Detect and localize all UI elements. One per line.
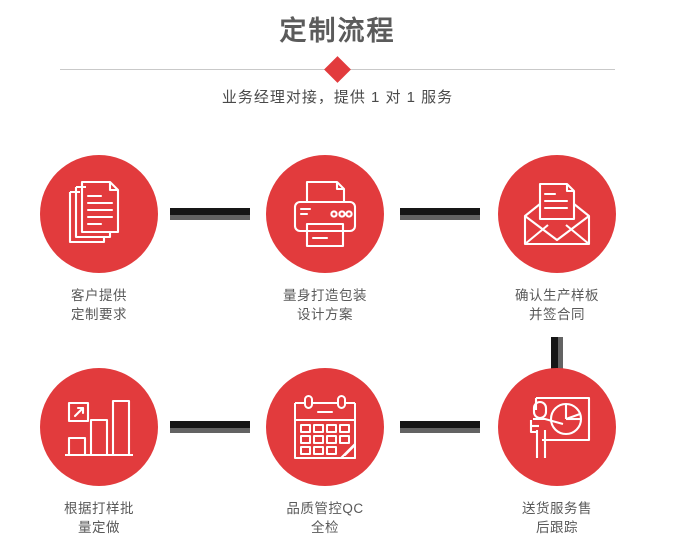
connector-step2-step3 [400,208,480,220]
envelope-document-icon [521,182,593,246]
step-icon-circle [266,155,384,273]
step-label: 送货服务售 后跟踪 [522,501,592,536]
flow-step-2[interactable]: 量身打造包装 设计方案 [235,155,415,324]
page-title: 定制流程 [279,16,396,46]
step-icon-circle [40,155,158,273]
printer-icon [290,180,360,248]
flow-step-1[interactable]: 客户提供 定制要求 [9,155,189,324]
diamond-icon [324,55,351,83]
connector-bar [551,337,558,381]
step-label: 确认生产样板 并签合同 [515,288,599,323]
step-label: 量身打造包装 设计方案 [283,288,367,323]
title-divider [60,55,615,85]
flow-step-5[interactable]: 品质管控QC 全检 [235,368,415,537]
page-subtitle: 业务经理对接，提供 1 对 1 服务 [221,89,454,106]
connector-shadow [558,337,563,381]
flow-step-3[interactable]: 确认生产样板 并签合同 [467,155,647,324]
connector-bar [170,208,250,215]
connector-bar [400,208,480,215]
step-icon-circle [266,368,384,486]
connector-shadow [400,215,480,220]
flow-step-6[interactable]: 送货服务售 后跟踪 [467,368,647,537]
step-label: 根据打样批 量定做 [64,501,134,536]
flow-step-4[interactable]: 根据打样批 量定做 [9,368,189,537]
connector-step5-step6 [400,421,480,433]
connector-shadow [170,428,250,433]
bar-chart-growth-icon [65,395,133,459]
connector-bar [170,421,250,428]
header: 定制流程 [0,0,675,47]
connector-step4-step5 [170,421,250,433]
documents-stack-icon [67,180,131,248]
connector-shadow [170,215,250,220]
connector-step1-step2 [170,208,250,220]
presenter-piechart-icon [523,394,591,460]
connector-step3-step6 [551,337,563,381]
step-icon-circle [40,368,158,486]
calendar-icon [292,394,358,460]
connector-bar [400,421,480,428]
connector-shadow [400,428,480,433]
step-icon-circle [498,368,616,486]
step-label: 品质管控QC 全检 [286,501,364,536]
step-icon-circle [498,155,616,273]
step-label: 客户提供 定制要求 [71,288,127,323]
